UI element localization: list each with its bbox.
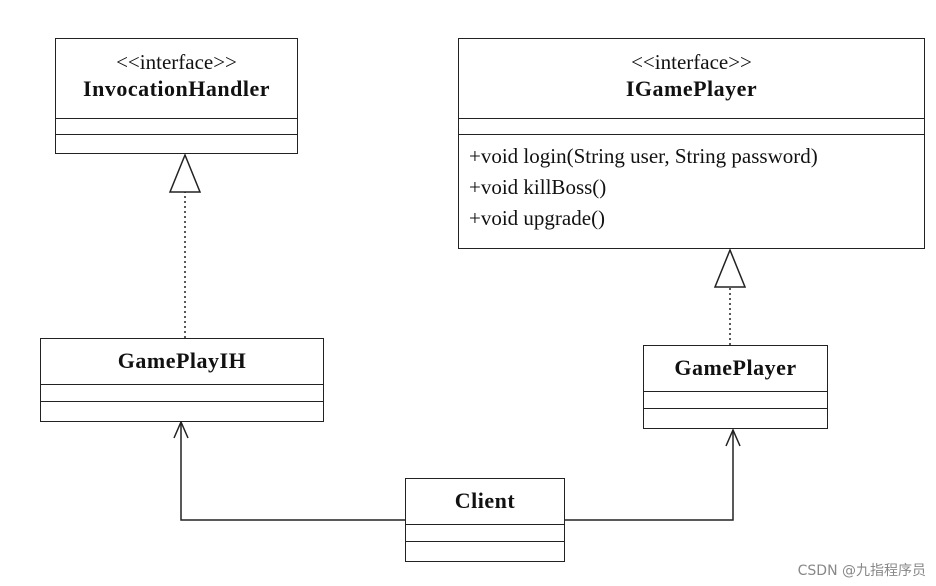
igameplayer-stereotype: <<interface>> — [631, 50, 752, 74]
association-arrowhead-gameplayer — [725, 428, 741, 447]
association-line-client-gameplayer — [565, 430, 734, 521]
invocation-handler-attributes — [56, 119, 297, 135]
invocation-handler-operations — [56, 135, 297, 152]
class-invocation-handler: <<interface>> InvocationHandler — [55, 38, 298, 154]
class-igameplayer: <<interface>> IGamePlayer +void login(St… — [458, 38, 925, 249]
class-invocation-handler-header: <<interface>> InvocationHandler — [56, 39, 297, 119]
invocation-handler-name: InvocationHandler — [83, 76, 270, 101]
class-gameplayih: GamePlayIH — [40, 338, 324, 422]
gameplayer-attributes — [644, 392, 827, 409]
gameplayer-operations — [644, 409, 827, 427]
igameplayer-operation: +void upgrade() — [469, 206, 606, 230]
gameplayih-attributes — [41, 385, 323, 402]
igameplayer-operation: +void login(String user, String password… — [469, 144, 818, 168]
association-line-client-gameplayih — [180, 422, 405, 521]
association-arrowhead-gameplayih — [173, 420, 189, 439]
class-client: Client — [405, 478, 565, 562]
client-operations — [406, 542, 564, 560]
gameplayer-name: GamePlayer — [674, 355, 797, 380]
igameplayer-attributes — [459, 119, 924, 135]
class-gameplayih-header: GamePlayIH — [41, 339, 323, 385]
csdn-watermark: CSDN @九指程序员 — [797, 563, 926, 579]
realization-arrowhead-igameplayer — [713, 248, 747, 288]
gameplayih-name: GamePlayIH — [117, 348, 247, 373]
realization-arrowhead-invocationhandler — [168, 153, 202, 193]
class-gameplayer: GamePlayer — [643, 345, 828, 429]
igameplayer-operation: +void killBoss() — [469, 175, 607, 199]
igameplayer-name: IGamePlayer — [625, 76, 758, 101]
class-client-header: Client — [406, 479, 564, 525]
invocation-handler-stereotype: <<interface>> — [116, 50, 237, 74]
class-gameplayer-header: GamePlayer — [644, 346, 827, 392]
client-attributes — [406, 525, 564, 542]
class-igameplayer-header: <<interface>> IGamePlayer — [459, 39, 924, 119]
gameplayih-operations — [41, 402, 323, 420]
igameplayer-operations: +void login(String user, String password… — [459, 135, 924, 234]
client-name: Client — [454, 488, 516, 513]
